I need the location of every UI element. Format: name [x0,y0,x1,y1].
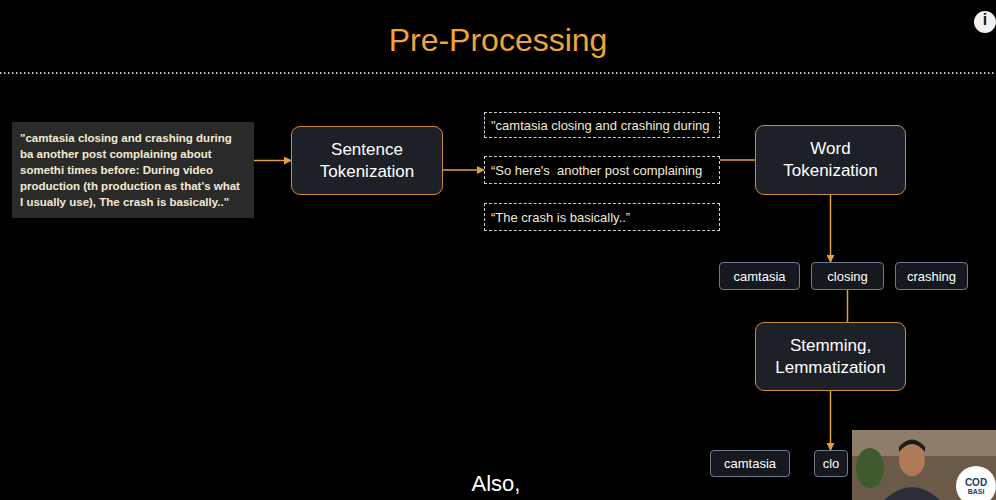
dotted-rule [0,72,996,74]
webcam-face [899,444,925,476]
node-text: “So here's another post complaining [491,162,702,179]
subtitle-ground [440,470,552,500]
process-box: Word Tokenization [755,125,906,195]
process-box: Stemming, Lemmatization [755,322,906,391]
sentence-box: “The crash is basically..” [484,203,720,231]
node-text: crashing [907,268,956,285]
node-text: Stemming, Lemmatization [764,335,897,379]
info-icon [974,11,996,33]
token-box: closing [811,262,884,290]
webcam-shirt [884,487,940,500]
node-text: "camtasia closing and crashing during [491,117,710,134]
webcam-hair [899,440,925,453]
flow-arrow [443,169,484,171]
webcam-frame [852,430,996,500]
token-box: crashing [895,262,968,290]
node-text: Word Tokenization [764,138,897,182]
node-text: “The crash is basically..” [491,209,630,226]
process-box: Sentence Tokenization [291,126,443,195]
token-box: clo [814,450,848,477]
webcam-plant [856,448,884,488]
source-text-box: "camtasia closing and crashing during ba… [12,122,254,218]
flow-arrow [830,195,832,262]
subtitle: Also, [440,472,552,496]
node-text: closing [827,268,867,285]
flow-arrow [830,391,832,450]
node-text: clo [823,455,840,472]
token-box: camtasia [710,450,790,477]
slide-title: Pre-Processing [0,22,996,59]
flow-arrow [847,290,849,322]
logo-badge [956,466,996,500]
node-text: Sentence Tokenization [300,139,434,183]
node-text: camtasia [724,455,776,472]
sentence-box: "camtasia closing and crashing during [484,112,720,138]
flow-arrow [720,159,755,161]
logo-text: BASI [958,488,994,496]
sentence-box: “So here's another post complaining [484,156,720,184]
node-text: camtasia [733,268,785,285]
token-box: camtasia [719,262,800,290]
node-text: "camtasia closing and crashing during ba… [20,130,246,210]
flow-arrow [254,160,291,162]
logo-text: COD [958,477,994,488]
info-letter: i [974,11,996,29]
